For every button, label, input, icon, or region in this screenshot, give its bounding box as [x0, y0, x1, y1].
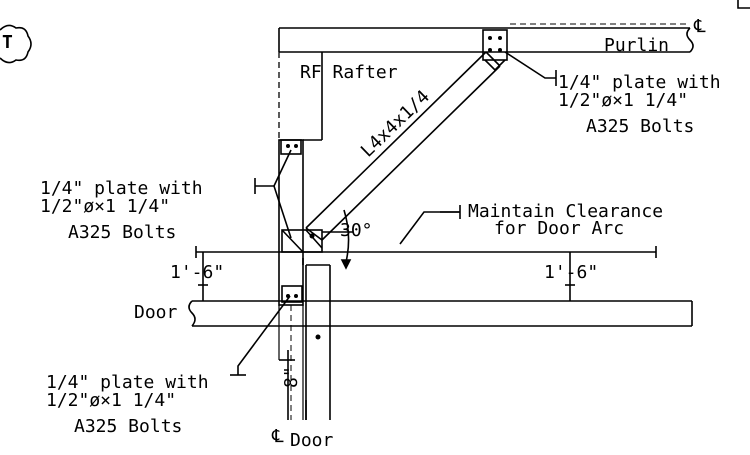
- door-left-label: Door: [134, 302, 178, 323]
- diagonal-brace: [305, 51, 501, 241]
- purlin-member: [278, 27, 694, 53]
- leader-bottom-left: [230, 295, 291, 376]
- brace-label: L4x4x1/4: [357, 86, 434, 161]
- dimension-vertical-8in: [279, 350, 307, 420]
- plate-note-bottom-left-line2: 1/2"ø×1 1/4": [46, 390, 176, 411]
- callout-marker: T: [2, 32, 13, 53]
- dimension-right: [565, 252, 575, 301]
- dimension-left-label: 1'-6": [170, 262, 224, 283]
- clearance-label-line1: Maintain Clearance: [468, 201, 663, 222]
- door-bottom-label: Door: [290, 430, 334, 451]
- purlin-label: Purlin: [604, 35, 669, 56]
- angle-label: 30°: [340, 220, 373, 241]
- plate-note-mid-left-line2: 1/2"ø×1 1/4": [40, 196, 170, 217]
- column-top-plate: [280, 139, 302, 155]
- corner-mark: [737, 0, 750, 9]
- centerline-symbol-top: ℄: [693, 16, 706, 37]
- plate-note-mid-left-line3: A325 Bolts: [68, 222, 176, 243]
- bolt-holes: [286, 36, 502, 340]
- door-jamb: [305, 264, 331, 420]
- door-header: [188, 300, 693, 327]
- leader-top-right: [504, 51, 557, 86]
- leader-mid-left: [254, 149, 292, 239]
- column-bottom-plate: [281, 285, 303, 303]
- plate-note-top-right-line1: 1/4" plate with: [558, 72, 721, 93]
- dimension-vertical-label: 8": [281, 366, 302, 388]
- plate-note-bottom-left-line1: 1/4" plate with: [46, 372, 209, 393]
- callout-cloud: [0, 24, 32, 64]
- leader-clearance: [399, 205, 461, 245]
- plate-note-bottom-left-line3: A325 Bolts: [74, 416, 182, 437]
- plate-note-top-right-line3: A325 Bolts: [586, 116, 694, 137]
- rafter-label: RF Rafter: [300, 62, 398, 83]
- brace-gusset-plate: [281, 229, 323, 253]
- dimension-right-label: 1'-6": [544, 262, 598, 283]
- dimension-left: [198, 252, 208, 301]
- centerline-symbol-bottom: ℄: [271, 426, 284, 447]
- clearance-label-line2: for Door Arc: [494, 218, 624, 239]
- purlin-brace-plate: [482, 29, 508, 72]
- angle-arc: [343, 209, 350, 263]
- angle-arc-arrow: [340, 259, 352, 270]
- plate-note-top-right-line2: 1/2"ø×1 1/4": [558, 90, 688, 111]
- plate-note-mid-left-line1: 1/4" plate with: [40, 178, 203, 199]
